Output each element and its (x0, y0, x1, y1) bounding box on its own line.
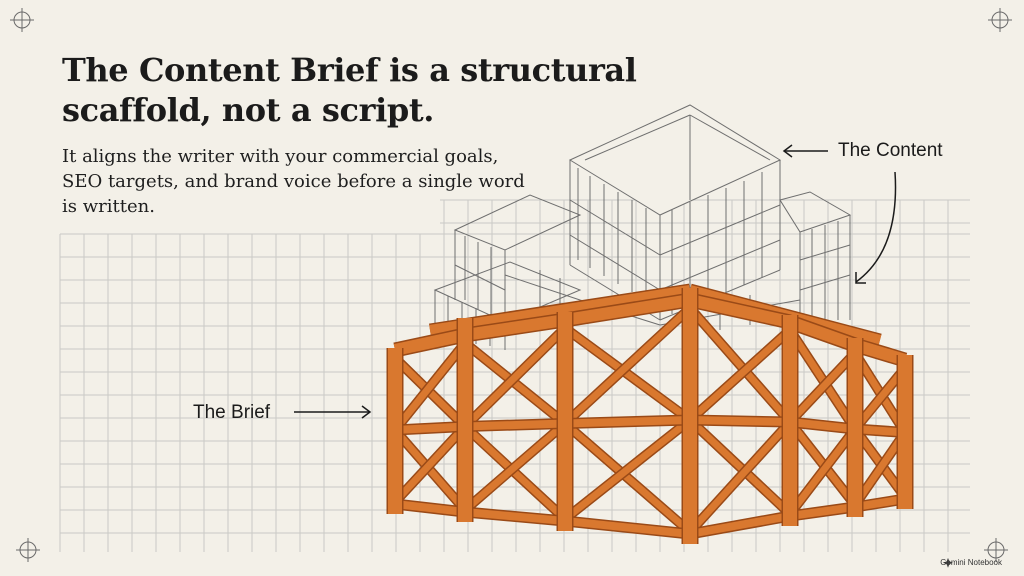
sparkle-icon (943, 557, 953, 568)
curved-arrow-icon (855, 171, 897, 284)
label-the-brief: The Brief (193, 402, 271, 423)
crosshair-icon (988, 8, 1012, 32)
page-title: The Content Brief is a structural scaffo… (62, 51, 637, 129)
credit-text: Gemini Notebook (940, 558, 1002, 567)
crosshair-icon (984, 538, 1008, 562)
crosshair-icon (10, 8, 34, 32)
arrow-right-icon (294, 405, 372, 419)
arrow-left-icon (782, 144, 828, 158)
page-subtitle: It aligns the writer with your commercia… (62, 146, 525, 217)
crosshair-icon (16, 538, 40, 562)
brief-scaffold (386, 283, 914, 544)
label-the-content: The Content (838, 140, 943, 161)
